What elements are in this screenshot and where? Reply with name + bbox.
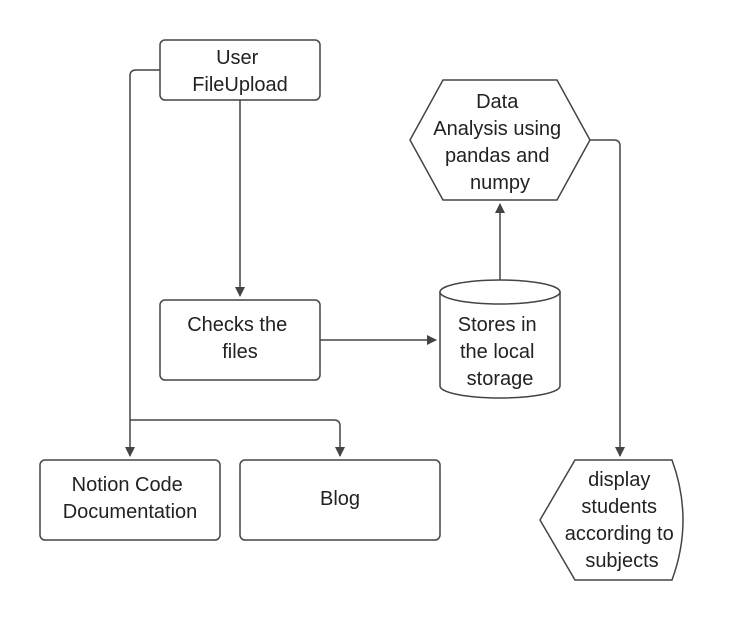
node-blog-line-1: Blog — [320, 488, 360, 510]
node-display-line-4: subjects — [585, 550, 658, 572]
node-display-line-3: according to — [565, 523, 674, 545]
node-local-storage-line-3: storage — [467, 368, 534, 390]
node-user-fileupload-line-2: FileUpload — [192, 74, 288, 96]
node-display-line-1: display — [588, 469, 650, 491]
node-checks-files-line-1: Checks the — [187, 314, 287, 336]
svg-text:Checks the files: Checks the files — [187, 314, 293, 363]
node-local-storage: Stores in the local storage — [439, 279, 561, 399]
node-notion-code-documentation: Notion Code Documentation — [39, 459, 221, 541]
node-local-storage-line-1: Stores in — [458, 314, 537, 336]
arrow-branch-to-blog — [130, 419, 345, 457]
svg-text:Notion Code Documentati: Notion Code Documentation — [63, 474, 198, 523]
svg-text:display students a: display students according to subjects — [565, 469, 680, 572]
node-local-storage-line-2: the local — [460, 341, 535, 363]
node-notion-line-1: Notion Code — [72, 474, 183, 496]
node-data-analysis: Data Analysis using pandas and numpy — [409, 79, 591, 201]
node-display-line-2: students — [581, 496, 657, 518]
node-data-analysis-line-4: numpy — [470, 172, 530, 194]
connectors — [125, 69, 625, 457]
node-checks-files-line-2: files — [222, 341, 258, 363]
svg-text:Data Analysis using: Data Analysis using pandas and numpy — [433, 91, 566, 194]
node-user-fileupload: User FileUpload — [159, 39, 321, 101]
line-upload-left-branch — [129, 69, 160, 420]
node-display-students: display students according to subjects — [539, 459, 684, 581]
svg-text:Blog: Blog — [320, 488, 360, 510]
node-blog: Blog — [239, 459, 441, 541]
node-data-analysis-line-3: pandas and — [445, 145, 550, 167]
node-data-analysis-line-1: Data — [476, 91, 519, 113]
node-data-analysis-line-2: Analysis using — [433, 118, 561, 140]
svg-text:User FileUpload: User FileUpload — [192, 47, 288, 96]
arrow-analysis-to-display — [588, 139, 625, 457]
svg-text:Stores in the local: Stores in the local storage — [458, 314, 543, 390]
node-notion-line-2: Documentation — [63, 501, 198, 523]
node-checks-files: Checks the files — [159, 299, 321, 381]
node-user-fileupload-line-1: User — [216, 47, 259, 69]
